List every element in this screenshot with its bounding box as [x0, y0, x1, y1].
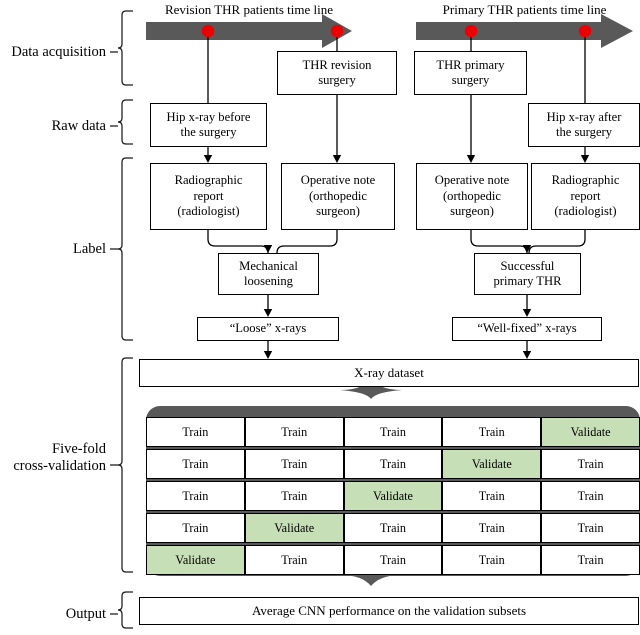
cv-cell-train[interactable]: Train	[343, 417, 443, 448]
cv-cell-validate[interactable]: Validate	[541, 417, 640, 448]
box-thr-primary-surgery[interactable]: THR primary surgery	[414, 51, 527, 95]
box-operative-note-right[interactable]: Operative note (orthopedic surgeon)	[416, 163, 528, 230]
revision-timeline-marker-2	[330, 24, 344, 38]
box-operative-note-left[interactable]: Operative note (orthopedic surgeon)	[281, 163, 395, 230]
brace-output	[110, 591, 133, 629]
box-successful-primary-thr[interactable]: Successful primary THR	[474, 253, 581, 295]
box-output[interactable]: Average CNN performance on the validatio…	[139, 597, 639, 625]
stage-label-raw-data: Raw data	[51, 118, 106, 134]
cv-cell-train[interactable]: Train	[541, 481, 640, 512]
merge-right	[470, 230, 586, 259]
box-thr-revision-surgery[interactable]: THR revision surgery	[277, 51, 397, 95]
cv-cell-train[interactable]: Train	[146, 417, 245, 448]
arrowhead-4	[580, 155, 590, 163]
stage-label-cross-validation: Five-fold cross-validation	[13, 441, 106, 475]
cv-cell-train[interactable]: Train	[244, 545, 344, 576]
box-wellfixed-xrays[interactable]: “Well-fixed” x-rays	[452, 317, 602, 341]
curly-cv-to-output	[340, 566, 402, 586]
revision-timeline-arrow	[146, 14, 352, 48]
box-radiographic-report-right[interactable]: Radiographic report (radiologist)	[531, 163, 640, 230]
cv-cell-validate[interactable]: Validate	[244, 513, 344, 544]
box-hip-xray-after[interactable]: Hip x-ray after the surgery	[528, 103, 640, 147]
cv-cell-validate[interactable]: Validate	[146, 545, 245, 576]
arrowhead-3	[466, 155, 476, 163]
brace-data-acquisition	[110, 10, 133, 86]
cv-cell-train[interactable]: Train	[541, 545, 640, 576]
cv-cell-train[interactable]: Train	[146, 513, 245, 544]
cv-cell-validate[interactable]: Validate	[343, 481, 443, 512]
cv-cell-train[interactable]: Train	[541, 449, 640, 480]
cv-cell-train[interactable]: Train	[442, 513, 542, 544]
cv-cell-train[interactable]: Train	[343, 545, 443, 576]
brace-raw-data	[110, 99, 133, 145]
cv-cell-train[interactable]: Train	[146, 449, 245, 480]
box-mechanical-loosening[interactable]: Mechanical loosening	[218, 253, 319, 295]
cv-cell-train[interactable]: Train	[244, 481, 344, 512]
revision-timeline-caption: Revision THR patients time line	[164, 2, 334, 17]
cv-cell-train[interactable]: Train	[244, 417, 344, 448]
arrowhead-2	[332, 155, 342, 163]
primary-timeline-arrow	[416, 14, 633, 48]
stage-label-label: Label	[72, 241, 106, 257]
primary-timeline-marker-1	[464, 24, 478, 38]
cv-cell-train[interactable]: Train	[343, 513, 443, 544]
cv-cell-validate[interactable]: Validate	[442, 449, 542, 480]
cv-cell-train[interactable]: Train	[244, 449, 344, 480]
cv-cell-train[interactable]: Train	[343, 449, 443, 480]
box-hip-xray-before[interactable]: Hip x-ray before the surgery	[150, 103, 267, 147]
box-loose-xrays[interactable]: “Loose” x-rays	[197, 317, 339, 341]
cv-cell-train[interactable]: Train	[146, 481, 245, 512]
primary-timeline-caption: Primary THR patients time line	[442, 2, 607, 17]
curly-dataset-to-cv	[340, 379, 402, 399]
box-radiographic-report-left[interactable]: Radiographic report (radiologist)	[150, 163, 267, 230]
brace-label	[110, 157, 133, 341]
primary-timeline-marker-2	[578, 24, 592, 38]
revision-timeline-marker-1	[201, 24, 215, 38]
cv-cell-train[interactable]: Train	[442, 481, 542, 512]
cv-cell-train[interactable]: Train	[442, 417, 542, 448]
merge-left	[207, 230, 338, 259]
brace-cross-validation	[110, 357, 133, 573]
box-xray-dataset[interactable]: X-ray dataset	[139, 359, 639, 387]
stage-label-output: Output	[65, 606, 106, 622]
stage-label-data-acquisition: Data acquisition	[11, 44, 106, 60]
cv-cell-train[interactable]: Train	[442, 545, 542, 576]
cv-cell-train[interactable]: Train	[541, 513, 640, 544]
arrowhead-1	[203, 155, 213, 163]
